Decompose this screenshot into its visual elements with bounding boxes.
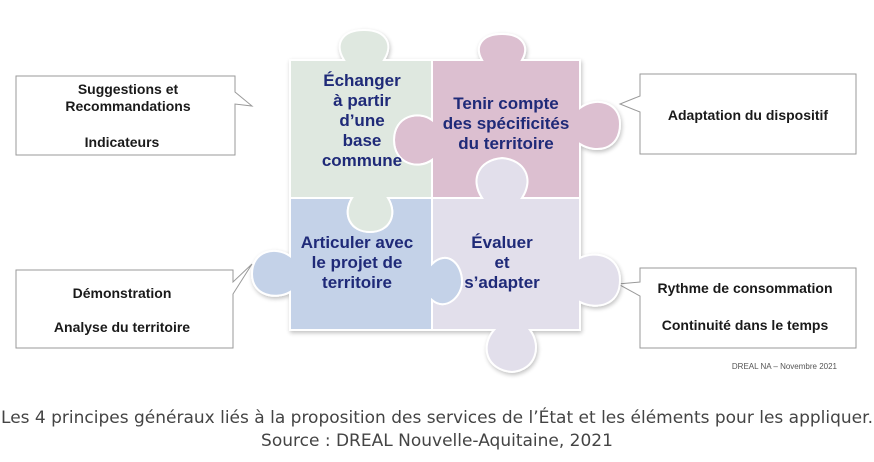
piece-line: Évaluer <box>471 233 533 252</box>
piece-line: Échanger <box>323 71 401 90</box>
callout-text: Analyse du territoire <box>54 319 190 335</box>
piece-text-top-right: Tenir compte des spécificités du territo… <box>443 94 570 153</box>
piece-text-bottom-left: Articuler avec le projet de territoire <box>301 233 413 292</box>
callout-text: Démonstration <box>73 285 172 301</box>
piece-line: s’adapter <box>464 273 540 292</box>
callout-top-right: Adaptation du dispositif <box>618 73 857 155</box>
piece-line: commune <box>322 151 402 170</box>
callout-text: Suggestions et <box>78 81 179 97</box>
piece-line: base <box>343 131 382 150</box>
caption-line-2: Source : DREAL Nouvelle-Aquitaine, 2021 <box>261 431 613 451</box>
piece-line: du territoire <box>458 134 553 153</box>
piece-line: le projet de <box>312 253 403 272</box>
piece-line: à partir <box>333 91 391 110</box>
piece-line: Articuler avec <box>301 233 413 252</box>
piece-line: des spécificités <box>443 114 570 133</box>
credit-text: DREAL NA – Novembre 2021 <box>732 362 838 371</box>
piece-line: et <box>494 253 509 272</box>
piece-text-top-left: Échanger à partir d’une base commune <box>322 71 402 170</box>
piece-line: d’une <box>339 111 384 130</box>
callout-bottom-right: Rythme de consommation Continuité dans l… <box>616 267 857 349</box>
piece-line: territoire <box>322 273 392 292</box>
callout-text: Rythme de consommation <box>657 280 832 296</box>
caption-line-1: Les 4 principes généraux liés à la propo… <box>1 408 873 428</box>
puzzle-piece-top-left <box>289 28 433 234</box>
piece-line: Tenir compte <box>453 94 558 113</box>
callout-text: Indicateurs <box>85 134 160 150</box>
callout-text: Continuité dans le temps <box>662 317 829 333</box>
callout-text: Adaptation du dispositif <box>668 107 829 123</box>
callout-bottom-left: Démonstration Analyse du territoire <box>15 263 253 349</box>
callout-text: Recommandations <box>65 98 190 114</box>
callout-top-left: Suggestions et Recommandations Indicateu… <box>15 75 254 156</box>
piece-text-bottom-right: Évaluer et s’adapter <box>464 233 540 292</box>
